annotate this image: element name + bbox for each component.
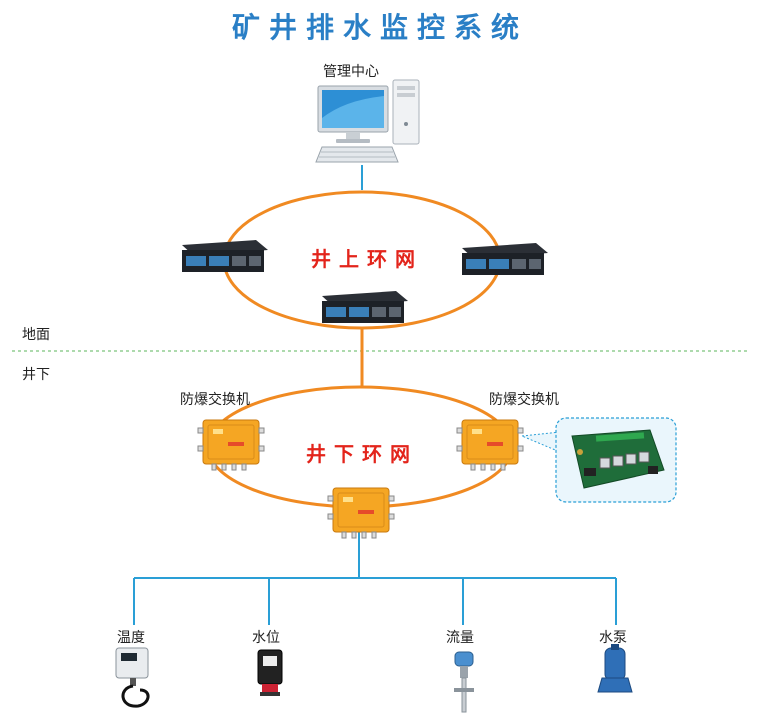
underground-label: 井下 <box>22 367 50 383</box>
surface-label: 地面 <box>22 327 50 343</box>
switch-right-label: 防爆交换机 <box>489 392 559 408</box>
management-pc-icon <box>315 79 420 163</box>
explosion-proof-switch-bottom-icon <box>327 487 395 539</box>
temperature-label: 温度 <box>117 630 145 646</box>
management-center-label: 管理中心 <box>323 64 379 80</box>
surface-switch-left-icon <box>182 240 268 272</box>
explosion-proof-switch-left-icon <box>197 419 265 471</box>
circuit-board-icon <box>571 429 665 489</box>
circuit-callout-pointer <box>521 431 561 453</box>
water-level-sensor-icon <box>257 649 283 696</box>
switch-left-label: 防爆交换机 <box>180 392 250 408</box>
surface-switch-right-icon <box>462 243 548 275</box>
temperature-sensor-icon <box>115 647 150 708</box>
pump-label: 水泵 <box>599 630 627 646</box>
underground-ring-label: 井下环网 <box>306 442 418 466</box>
page-title: 矿井排水监控系统 <box>231 11 528 44</box>
flow-label: 流量 <box>446 630 474 646</box>
water-pump-icon <box>597 644 633 693</box>
ground-ring-label: 井上环网 <box>311 247 423 271</box>
water-level-label: 水位 <box>252 630 280 646</box>
surface-switch-bottom-icon <box>322 291 408 323</box>
explosion-proof-switch-right-icon <box>456 419 524 471</box>
flow-meter-icon <box>454 651 474 713</box>
